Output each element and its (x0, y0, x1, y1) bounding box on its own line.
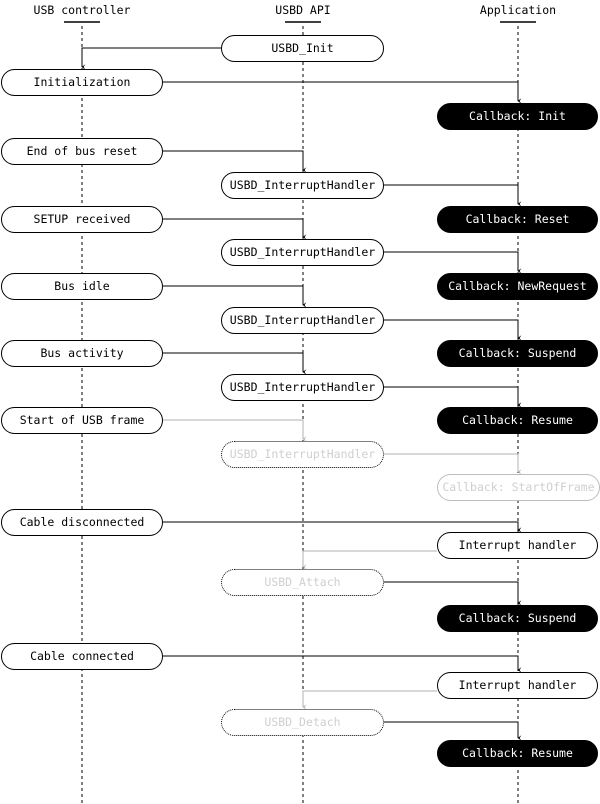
connector-interrupt-handler-2-to-usbd-detach (302, 690, 437, 710)
connector-cable-disconnected-to-interrupt-handler-1 (163, 521, 522, 533)
node-cable-connected[interactable]: Cable connected (1, 643, 163, 670)
node-initialization[interactable]: Initialization (1, 69, 163, 96)
connector-ih-5-ghost-to-cb-startofframe (384, 453, 522, 475)
node-setup-received[interactable]: SETUP received (1, 206, 163, 233)
node-cb-suspend-1[interactable]: Callback: Suspend (437, 340, 598, 367)
connector-usbd-init-to-initialization (81, 47, 221, 70)
column-header-usb-controller: USB controller (33, 3, 131, 17)
node-cb-newrequest[interactable]: Callback: NewRequest (437, 273, 598, 300)
node-usbd-attach[interactable]: USBD_Attach (221, 569, 384, 596)
column-header-usbd-api: USBD API (275, 3, 331, 17)
node-cb-reset[interactable]: Callback: Reset (437, 206, 598, 233)
node-end-of-bus-reset[interactable]: End of bus reset (1, 138, 163, 165)
column-header-application: Application (479, 3, 557, 17)
connector-ih-3-to-cb-suspend-1 (384, 319, 522, 341)
connector-cable-connected-to-interrupt-handler-2 (163, 655, 522, 673)
node-cb-suspend-2[interactable]: Callback: Suspend (437, 605, 598, 632)
connector-bus-activity-to-ih-4 (163, 352, 307, 375)
connector-end-of-bus-reset-to-ih-1 (163, 150, 307, 173)
connector-ih-2-to-cb-newrequest (384, 251, 522, 274)
node-cb-startofframe[interactable]: Callback: StartOfFrame (437, 474, 600, 501)
node-usbd-detach[interactable]: USBD_Detach (221, 709, 384, 736)
node-ih-3[interactable]: USBD_InterruptHandler (221, 307, 384, 334)
node-ih-2[interactable]: USBD_InterruptHandler (221, 239, 384, 266)
node-cb-resume-1[interactable]: Callback: Resume (437, 407, 598, 434)
node-bus-idle[interactable]: Bus idle (1, 273, 163, 300)
node-ih-4[interactable]: USBD_InterruptHandler (221, 374, 384, 401)
node-ih-5-ghost[interactable]: USBD_InterruptHandler (221, 441, 384, 468)
connector-initialization-to-cb-init (163, 81, 522, 104)
node-cb-init[interactable]: Callback: Init (437, 103, 598, 130)
node-start-of-frame[interactable]: Start of USB frame (1, 407, 163, 434)
connector-start-of-frame-to-ih-5-ghost (163, 419, 307, 442)
connector-ih-4-to-cb-resume-1 (384, 386, 522, 408)
connector-usbd-detach-to-cb-resume-2 (384, 721, 522, 741)
node-cable-disconnected[interactable]: Cable disconnected (1, 509, 163, 536)
connector-interrupt-handler-1-to-usbd-attach (302, 550, 437, 570)
connector-bus-idle-to-ih-3 (163, 285, 307, 308)
node-interrupt-handler-2[interactable]: Interrupt handler (437, 672, 598, 699)
connector-ih-1-to-cb-reset (384, 184, 522, 207)
node-bus-activity[interactable]: Bus activity (1, 340, 163, 367)
node-interrupt-handler-1[interactable]: Interrupt handler (437, 532, 598, 559)
connectors (81, 47, 522, 741)
node-ih-1[interactable]: USBD_InterruptHandler (221, 172, 384, 199)
connector-setup-received-to-ih-2 (163, 218, 307, 240)
connector-usbd-attach-to-cb-suspend-2 (384, 581, 522, 606)
node-usbd-init[interactable]: USBD_Init (221, 35, 384, 62)
node-cb-resume-2[interactable]: Callback: Resume (437, 740, 598, 767)
